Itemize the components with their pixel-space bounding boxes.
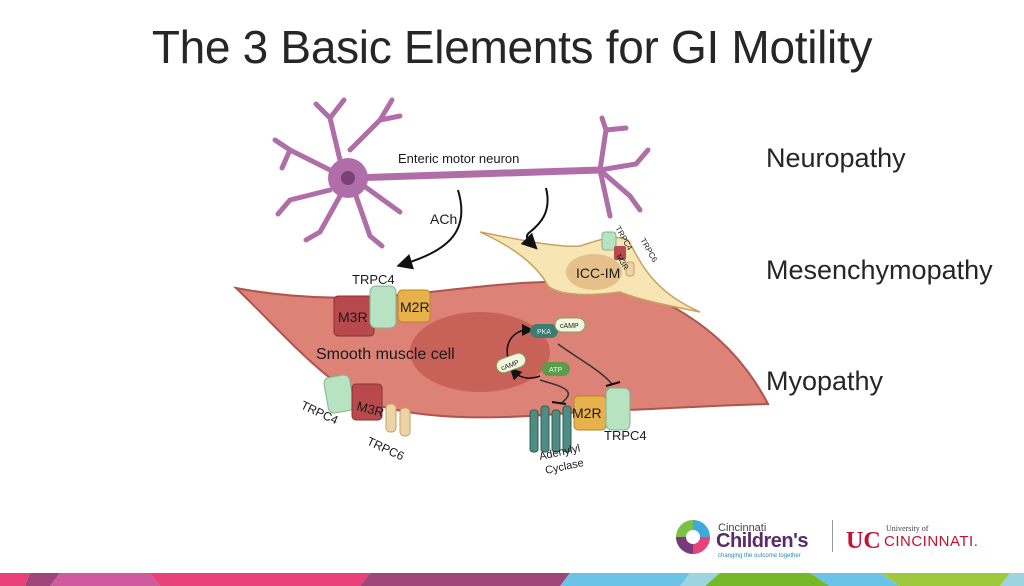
bound-camp-badge (554, 317, 586, 333)
inhibition-bar (605, 381, 621, 387)
neuron-label: Enteric motor neuron (398, 151, 519, 166)
childrens-logo-tagline: changing the outcome together (718, 553, 801, 559)
icc-label: ICC-IM (576, 265, 620, 281)
uc-logo-line1: University of (886, 524, 929, 533)
pka-inhibits-trpc4-line (557, 343, 613, 385)
category-myopathy: Myopathy (766, 366, 884, 396)
ac-inhibition-bar (551, 401, 567, 405)
uc-logo-line2: CINCINNATI. (884, 533, 979, 550)
camp-badge (495, 352, 527, 374)
bl-trpc6-channel-a (385, 403, 397, 433)
top-m2r-receptor (397, 289, 431, 323)
bl-trpc6-channel-b (399, 407, 411, 437)
footer-color-band (0, 573, 1024, 586)
atp-label: ATP (549, 367, 562, 374)
ach-label: ACh (430, 211, 457, 227)
icc-cell: ICC-IM TRPC4 M3R TRPC6 (479, 225, 701, 313)
m2r-inhibits-ac-line (539, 379, 569, 405)
top-m3r-label: M3R (338, 309, 368, 325)
cincinnati-childrens-logo-icon (676, 520, 710, 554)
category-neuropathy: Neuropathy (766, 143, 906, 173)
atp-to-camp-arrow (509, 367, 541, 381)
adenylyl-cyclase (529, 405, 572, 453)
trpc4-label: TRPC4 (604, 428, 647, 443)
enteric-motor-neuron (272, 97, 651, 249)
slide-title: The 3 Basic Elements for GI Motility (151, 21, 873, 73)
top-m2r-label: M2R (400, 299, 430, 315)
atp-badge (542, 362, 570, 376)
childrens-logo-line1: Cincinnati (718, 522, 767, 534)
pka-badge (530, 324, 558, 338)
neuron-nucleus (341, 171, 355, 185)
icc-trpc6-label: TRPC6 (638, 237, 659, 265)
top-trpc4-label: TRPC4 (352, 272, 395, 287)
top-trpc4-channel (369, 285, 397, 329)
trpc4-channel (605, 387, 631, 431)
icc-m3r-receptor (614, 246, 626, 260)
icc-nucleus (566, 254, 622, 290)
svg-text:UC: UC (846, 528, 880, 552)
m2r-label: M2R (572, 405, 602, 421)
bl-trpc6-label: TRPC6 (365, 434, 407, 463)
ach-arrow (396, 189, 463, 270)
neuron-to-icc-arrow (520, 187, 549, 250)
icc-trpc4-channel (601, 231, 617, 251)
bound-camp-label: cAMP (560, 323, 579, 330)
bl-m3r-receptor (351, 383, 383, 421)
childrens-logo-line2: Children's (716, 530, 809, 552)
uc-logo-icon: UC (846, 528, 880, 552)
logo-divider (832, 520, 833, 552)
smc-label: Smooth muscle cell (316, 346, 455, 363)
smooth-muscle-cell: Smooth muscle cell (232, 280, 770, 419)
category-mesenchymopathy: Mesenchymopathy (766, 255, 993, 285)
top-receptor-cluster: M3R TRPC4 M2R (333, 272, 431, 337)
logo-bar: Cincinnati Children's changing the outco… (672, 516, 1012, 560)
camp-to-pka-arrow (506, 324, 534, 359)
bl-m3r-label: M3R (355, 398, 385, 420)
pka-label: PKA (537, 329, 551, 336)
icc-trpc6-channel (625, 261, 635, 277)
